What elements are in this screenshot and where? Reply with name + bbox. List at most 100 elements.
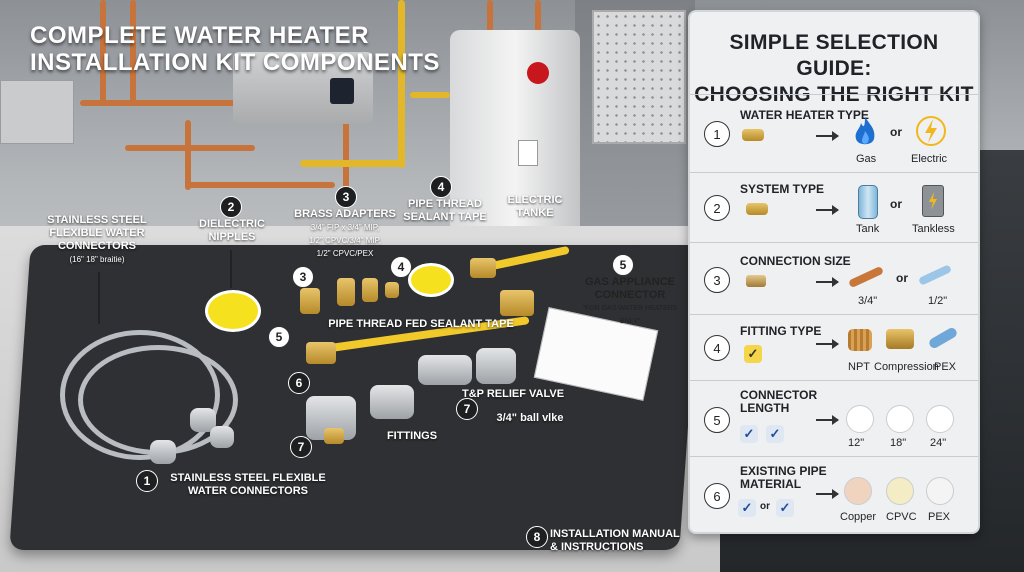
option-label: 18" xyxy=(890,437,907,449)
badge-3: 3 xyxy=(335,186,357,208)
dielectric-nipple-end xyxy=(324,428,344,444)
lightning-icon xyxy=(916,115,946,147)
tp-relief-valve xyxy=(476,348,516,384)
copper-pipe xyxy=(487,0,493,34)
row-number: 6 xyxy=(704,483,730,509)
label-line: INSTALLATION MANUAL xyxy=(550,528,680,540)
dielectric-label: DIELECTRIC NIPPLES xyxy=(192,218,272,244)
row-title: SYSTEM TYPE xyxy=(740,182,825,196)
guide-row-connector-length: 5 CONNECTOR LENGTH ✓ ✓ 12" 18" 24" xyxy=(690,380,978,457)
pointer-line xyxy=(98,272,100,324)
gas-connector-nut xyxy=(500,290,534,316)
arrow-icon xyxy=(816,277,839,287)
guide-row-system-type: 2 SYSTEM TYPE or Tank Tankless xyxy=(690,172,978,243)
badge-2: 2 xyxy=(220,196,242,218)
label-line: GAS APPLIANCE xyxy=(584,276,676,288)
pointer-line xyxy=(230,250,232,288)
brass-adapter xyxy=(362,278,378,302)
label-line: STAINLESS STEEL xyxy=(47,214,147,226)
badge-1: 1 xyxy=(136,470,158,492)
copper-pipe xyxy=(100,0,106,105)
row-title: CONNECTOR LENGTH xyxy=(740,389,817,415)
or-text: or xyxy=(890,197,902,211)
or-text: or xyxy=(896,271,908,285)
ball-valve-label: 3/4" ball vlke xyxy=(496,412,564,424)
option-label: Tank xyxy=(856,223,880,235)
or-text: or xyxy=(760,501,770,512)
medium-connector-icon xyxy=(886,405,914,433)
sealant-tape-roll xyxy=(205,290,261,332)
badge-8: 8 xyxy=(526,526,548,548)
checkmark-icon: ✓ xyxy=(738,499,756,517)
checkmark-icon: ✓ xyxy=(766,425,784,443)
guide-row-pipe-material: 6 EXISTING PIPE MATERIAL ✓ or ✓ Copper C… xyxy=(690,456,978,532)
pipe-end-icon xyxy=(746,275,766,287)
badge-4-mat: 4 xyxy=(390,256,412,278)
gas-pipe xyxy=(410,92,450,98)
label-line: & INSTRUCTIONS xyxy=(550,541,644,553)
or-text: or xyxy=(890,125,902,139)
label-line: BNLY" xyxy=(619,318,641,325)
selection-guide-panel: SIMPLE SELECTION GUIDE: CHOOSING THE RIG… xyxy=(688,10,980,534)
option-label: 12" xyxy=(848,437,865,449)
label-line: TANKE xyxy=(516,207,554,219)
option-label: Tankless xyxy=(912,223,955,235)
copper-pipe xyxy=(535,0,541,34)
brass-fitting-icon xyxy=(746,203,768,215)
title-line-1: COMPLETE WATER HEATER xyxy=(30,22,369,49)
row-number: 4 xyxy=(704,335,730,361)
guide-row-connection-size: 3 CONNECTION SIZE or 3/4" 1/2" xyxy=(690,242,978,315)
row-number: 5 xyxy=(704,407,730,433)
pex-material-icon xyxy=(926,477,954,505)
badge-5: 5 xyxy=(612,254,634,276)
checkmark-icon: ✓ xyxy=(744,345,762,363)
row-title-line: LENGTH xyxy=(740,401,790,415)
label-line: 1/2" CPVC/3/4" MIP, xyxy=(308,236,382,245)
manual-label: INSTALLATION MANUAL & INSTRUCTIONS xyxy=(550,528,680,554)
badge-3-mat: 3 xyxy=(292,266,314,288)
label-line: DIELECTRIC xyxy=(199,218,265,230)
copper-pipe xyxy=(185,120,191,190)
label-line: NIPPLES xyxy=(208,231,256,243)
gas-connector-nut xyxy=(470,258,496,278)
checkmark-icon: ✓ xyxy=(740,425,758,443)
sealant-tape-roll xyxy=(408,263,454,297)
label-line: CONNECTORS xyxy=(57,240,137,252)
option-label: PEX xyxy=(934,361,957,373)
elbow-fitting xyxy=(370,385,414,419)
heater-display xyxy=(330,78,354,104)
gas-pipe xyxy=(398,0,405,168)
copper-pipe xyxy=(343,120,349,190)
guide-title-line-1: SIMPLE SELECTION GUIDE: xyxy=(729,31,939,80)
label-line: SEALANT TAPE xyxy=(403,211,487,223)
arrow-icon xyxy=(816,339,839,349)
gas-pipe xyxy=(300,160,405,167)
arrow-icon xyxy=(816,205,839,215)
hose-nut xyxy=(210,426,234,448)
badge-7b: 7 xyxy=(290,436,312,458)
row-title-line: EXISTING PIPE xyxy=(740,464,827,478)
badge-7: 7 xyxy=(456,398,478,420)
gas-connector-nut xyxy=(306,342,336,364)
label-line: FLEXIBLE WATER xyxy=(49,227,145,239)
row-title: EXISTING PIPE MATERIAL xyxy=(740,465,827,491)
option-label: Copper xyxy=(840,511,877,523)
hose-nut xyxy=(150,440,176,464)
option-label: CPVC xyxy=(886,511,917,523)
fittings-label: FITTINGS xyxy=(386,430,438,442)
label-line: (16" 18" braitie) xyxy=(69,255,125,264)
short-connector-icon xyxy=(846,405,874,433)
page-title: COMPLETE WATER HEATER INSTALLATION KIT C… xyxy=(30,22,440,76)
guide-row-fitting-type: 4 FITTING TYPE ✓ NPT Compression PEX xyxy=(690,314,978,381)
option-label: 24" xyxy=(930,437,947,449)
title-line-2: INSTALLATION KIT COMPONENTS xyxy=(30,49,440,76)
checkmark-icon: ✓ xyxy=(776,499,794,517)
pex-fitting-icon xyxy=(927,326,959,350)
copper-pipe xyxy=(185,182,335,188)
tp-relief-label: T&P RELIEF VALVE xyxy=(462,388,565,400)
pipe-tape-fed-label: PIPE THREAD FED SEALANT TAPE xyxy=(328,318,514,330)
heater-warning-label xyxy=(518,140,538,166)
arrow-icon xyxy=(816,489,839,499)
option-label: 3/4" xyxy=(858,295,878,307)
option-label: Gas xyxy=(856,153,877,165)
